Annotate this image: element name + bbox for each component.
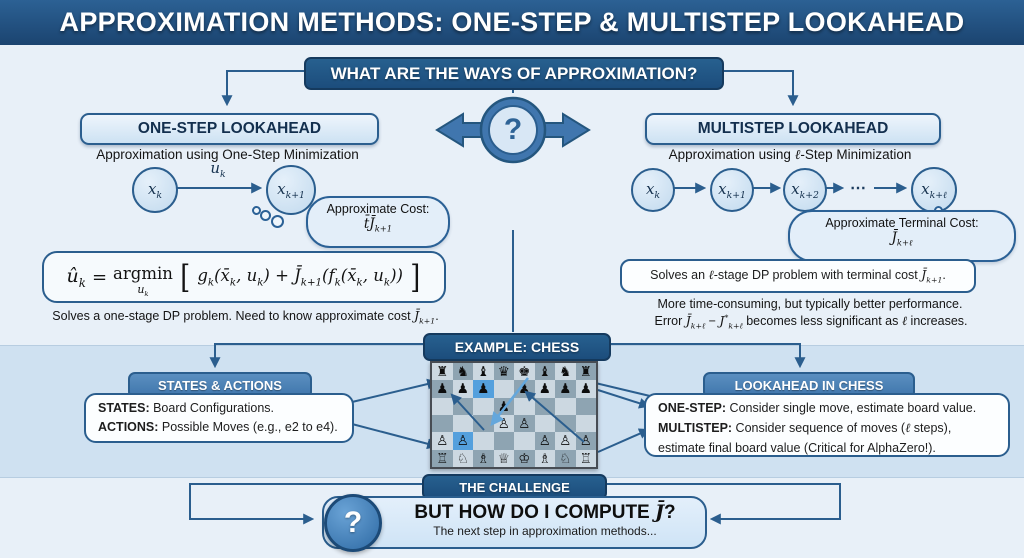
multistep-caption-1: More time-consuming, but typically bette… <box>657 297 963 311</box>
challenge-question-icon: ? <box>324 494 382 552</box>
question-banner: WHAT ARE THE WAYS OF APPROXIMATION? <box>304 57 724 90</box>
one-step-formula-box: ûk = argmin uk [ gk(x̄k, uk) + J̄k+1(fk(… <box>42 251 446 303</box>
board-cell: ♙ <box>432 432 453 450</box>
board-cell <box>555 415 576 433</box>
question-hub-icon <box>435 96 591 164</box>
lookahead-line-2: MULTISTEP: Consider sequence of moves (ℓ… <box>658 420 952 436</box>
board-cell <box>473 397 494 415</box>
formula-lhs: ûk <box>66 264 86 290</box>
approx-cost-label: Approximate Cost: <box>326 202 430 216</box>
argmin-operator: argmin uk <box>113 264 173 298</box>
approx-cost-cloud: Approximate Cost: t̄J̄k+1 <box>306 196 450 248</box>
board-cell: ♙ <box>555 432 576 450</box>
board-cell: ♞ <box>555 363 576 381</box>
board-cell: ♟ <box>534 380 555 398</box>
node-xk: xk <box>132 167 178 213</box>
multistep-stage-box: Solves an ℓ-stage DP problem with termin… <box>620 259 976 293</box>
board-cell: ♙ <box>452 432 473 450</box>
challenge-tab: THE CHALLENGE <box>422 474 607 500</box>
node-m-xk: xk <box>631 168 675 212</box>
board-cell: ♝ <box>534 363 555 381</box>
terminal-cost-math: J̄k+ℓ <box>891 230 913 248</box>
board-cell: ♙ <box>575 432 596 450</box>
thought-dot <box>252 206 261 215</box>
board-cell: ♜ <box>575 363 596 381</box>
thought-dot <box>271 215 284 228</box>
board-cell: ♟ <box>555 380 576 398</box>
board-cell <box>452 415 473 433</box>
terminal-cost-cloud: Approximate Terminal Cost: J̄k+ℓ <box>788 210 1016 262</box>
formula-equals: = <box>91 266 108 288</box>
board-cell: ♟ <box>432 380 453 398</box>
board-cell: ♟ <box>473 380 494 398</box>
one-step-caption: Solves a one-stage DP problem. Need to k… <box>52 308 439 326</box>
board-cell: ♙ <box>514 415 535 433</box>
states-actions-box: STATES: Board Configurations. ACTIONS: P… <box>84 393 354 443</box>
board-cell: ♖ <box>575 449 596 467</box>
board-cell: ♞ <box>452 363 473 381</box>
node-m-xk1: xk+1 <box>710 168 754 212</box>
board-cell <box>432 415 453 433</box>
chess-board: ♜♞♝♛♚♝♞♜♟♟♟♟♟♟♟♟♙♙♙♙♙♙♙♖♘♗♕♔♗♘♖ <box>430 361 598 469</box>
board-cell <box>534 397 555 415</box>
challenge-box: BUT HOW DO I COMPUTE J̄? The next step i… <box>322 496 707 549</box>
approx-cost-math: t̄J̄k+1 <box>363 216 393 234</box>
board-cell: ♗ <box>473 449 494 467</box>
board-cell <box>514 397 535 415</box>
one-step-subtitle: Approximation using One-Step Minimizatio… <box>96 147 359 162</box>
board-cell: ♘ <box>555 449 576 467</box>
edge-label-uk: uk <box>210 158 226 180</box>
board-cell: ♕ <box>493 449 514 467</box>
question-hub-glyph: ? <box>503 113 523 146</box>
node-m-xkl: xk+ℓ <box>911 167 957 213</box>
actions-line: ACTIONS: Possible Moves (e.g., e2 to e4)… <box>98 420 338 435</box>
board-cell: ♟ <box>575 380 596 398</box>
board-cell: ♟ <box>493 397 514 415</box>
multistep-caption-2: Error J̄k+ℓ − J*k+ℓ becomes less signifi… <box>654 313 968 331</box>
board-cell: ♖ <box>432 449 453 467</box>
board-cell: ♙ <box>534 432 555 450</box>
board-cell <box>534 415 555 433</box>
challenge-title: BUT HOW DO I COMPUTE J̄? <box>414 501 676 523</box>
board-cell: ♜ <box>432 363 453 381</box>
challenge-subtitle: The next step in approximation methods..… <box>433 523 657 538</box>
thought-dot <box>260 210 271 221</box>
board-cell <box>493 432 514 450</box>
board-cell: ♗ <box>534 449 555 467</box>
board-cell <box>493 380 514 398</box>
board-cell <box>555 397 576 415</box>
board-cell <box>473 415 494 433</box>
page-title: APPROXIMATION METHODS: ONE-STEP & MULTIS… <box>59 7 965 37</box>
node-m-xk2: xk+2 <box>783 168 827 212</box>
lookahead-line-1: ONE-STEP: Consider single move, estimate… <box>658 401 977 415</box>
one-step-header: ONE-STEP LOOKAHEAD <box>80 113 379 145</box>
board-cell <box>575 397 596 415</box>
board-cell: ♘ <box>452 449 473 467</box>
board-cell <box>432 397 453 415</box>
board-cell <box>575 415 596 433</box>
board-cell: ♔ <box>514 449 535 467</box>
example-chess-header: EXAMPLE: CHESS <box>423 333 611 361</box>
question-banner-label: WHAT ARE THE WAYS OF APPROXIMATION? <box>330 63 698 83</box>
board-cell <box>473 432 494 450</box>
multistep-header: MULTISTEP LOOKAHEAD <box>645 113 941 145</box>
node-xk1: xk+1 <box>266 165 316 215</box>
chain-ellipsis: ⋯ <box>850 180 868 197</box>
lookahead-line-3: estimate final board value (Critical for… <box>658 440 936 455</box>
multistep-subtitle: Approximation using ℓ-Step Minimization <box>668 147 912 163</box>
board-cell: ♟ <box>452 380 473 398</box>
board-cell: ♚ <box>514 363 535 381</box>
title-bar: APPROXIMATION METHODS: ONE-STEP & MULTIS… <box>0 0 1024 45</box>
terminal-cost-label: Approximate Terminal Cost: <box>825 216 979 230</box>
board-cell <box>514 432 535 450</box>
board-cell: ♟ <box>514 380 535 398</box>
lookahead-chess-box: ONE-STEP: Consider single move, estimate… <box>644 393 1010 457</box>
board-cell: ♙ <box>493 415 514 433</box>
states-line: STATES: Board Configurations. <box>98 401 275 415</box>
board-cell: ♛ <box>493 363 514 381</box>
formula-body: gk(x̄k, uk) + J̄k+1(fk(x̄k, uk)) <box>197 265 403 289</box>
board-cell: ♝ <box>473 363 494 381</box>
board-cell <box>452 397 473 415</box>
